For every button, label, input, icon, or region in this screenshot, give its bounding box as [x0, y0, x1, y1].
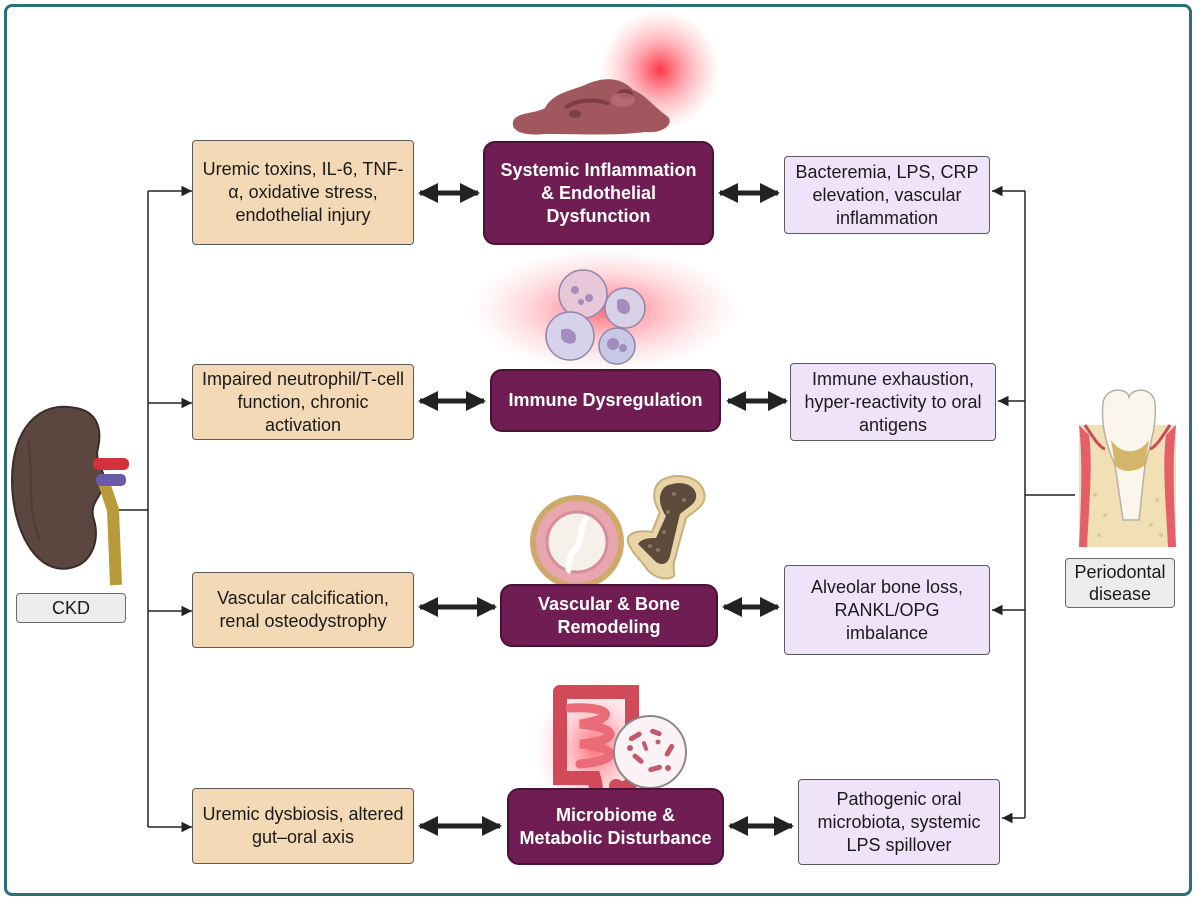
immune-cells-icon	[470, 248, 740, 372]
periodontal-mechanism-microbiome: Pathogenic oral microbiota, systemic LPS…	[798, 779, 1000, 865]
ckd-label: CKD	[16, 593, 126, 623]
artery-icon	[530, 495, 624, 589]
bone-icon	[626, 475, 706, 580]
ckd-mechanism-immune: Impaired neutrophil/T-cell function, chr…	[192, 364, 414, 440]
shared-pathway-microbiome: Microbiome & Metabolic Disturbance	[507, 788, 724, 865]
ckd-mechanism-text: Uremic toxins, IL-6, TNF-α, oxidative st…	[202, 159, 404, 225]
bidirectional-arrows	[418, 183, 794, 836]
shared-pathway-text: Vascular & Bone Remodeling	[537, 593, 681, 637]
kidney-icon	[10, 405, 129, 586]
shared-pathway-inflammation: Systemic Inflammation & Endothelial Dysf…	[483, 141, 714, 245]
periodontal-branch-lines	[992, 185, 1075, 824]
periodontal-label-text: Periodontal disease	[1074, 562, 1166, 604]
ckd-mechanism-text: Vascular calcification, renal osteodystr…	[217, 588, 389, 631]
shared-pathway-immune: Immune Dysregulation	[490, 369, 721, 432]
figure-frame	[4, 4, 1192, 896]
periodontal-mechanism-text: Pathogenic oral microbiota, systemic LPS…	[817, 788, 981, 855]
ckd-mechanism-text: Impaired neutrophil/T-cell function, chr…	[201, 368, 405, 435]
ckd-mechanism-inflammation: Uremic toxins, IL-6, TNF-α, oxidative st…	[192, 140, 414, 245]
periodontal-mechanism-text: Bacteremia, LPS, CRP elevation, vascular…	[795, 161, 979, 228]
periodontal-disease-label: Periodontal disease	[1065, 558, 1175, 608]
tooth-icon	[1079, 389, 1176, 547]
shared-pathway-text: Immune Dysregulation	[508, 390, 703, 410]
periodontal-mechanism-text: Alveolar bone loss, RANKL/OPG imbalance	[810, 576, 964, 643]
ckd-mechanism-text: Uremic dysbiosis, altered gut–oral axis	[202, 804, 404, 847]
bacteria-icon	[613, 715, 687, 789]
ckd-mechanism-bone: Vascular calcification, renal osteodystr…	[192, 572, 414, 648]
shared-pathway-text: Microbiome & Metabolic Disturbance	[519, 804, 712, 848]
periodontal-mechanism-text: Immune exhaustion, hyper-reactivity to o…	[804, 368, 982, 435]
periodontal-mechanism-immune: Immune exhaustion, hyper-reactivity to o…	[790, 363, 996, 441]
tissue-icon	[512, 10, 720, 135]
ckd-branch-lines	[118, 185, 192, 833]
periodontal-mechanism-bone: Alveolar bone loss, RANKL/OPG imbalance	[784, 565, 990, 655]
ckd-mechanism-microbiome: Uremic dysbiosis, altered gut–oral axis	[192, 788, 414, 864]
periodontal-mechanism-inflammation: Bacteremia, LPS, CRP elevation, vascular…	[784, 156, 990, 234]
shared-pathway-text: Systemic Inflammation & Endothelial Dysf…	[500, 159, 697, 226]
shared-pathway-bone: Vascular & Bone Remodeling	[500, 584, 718, 647]
